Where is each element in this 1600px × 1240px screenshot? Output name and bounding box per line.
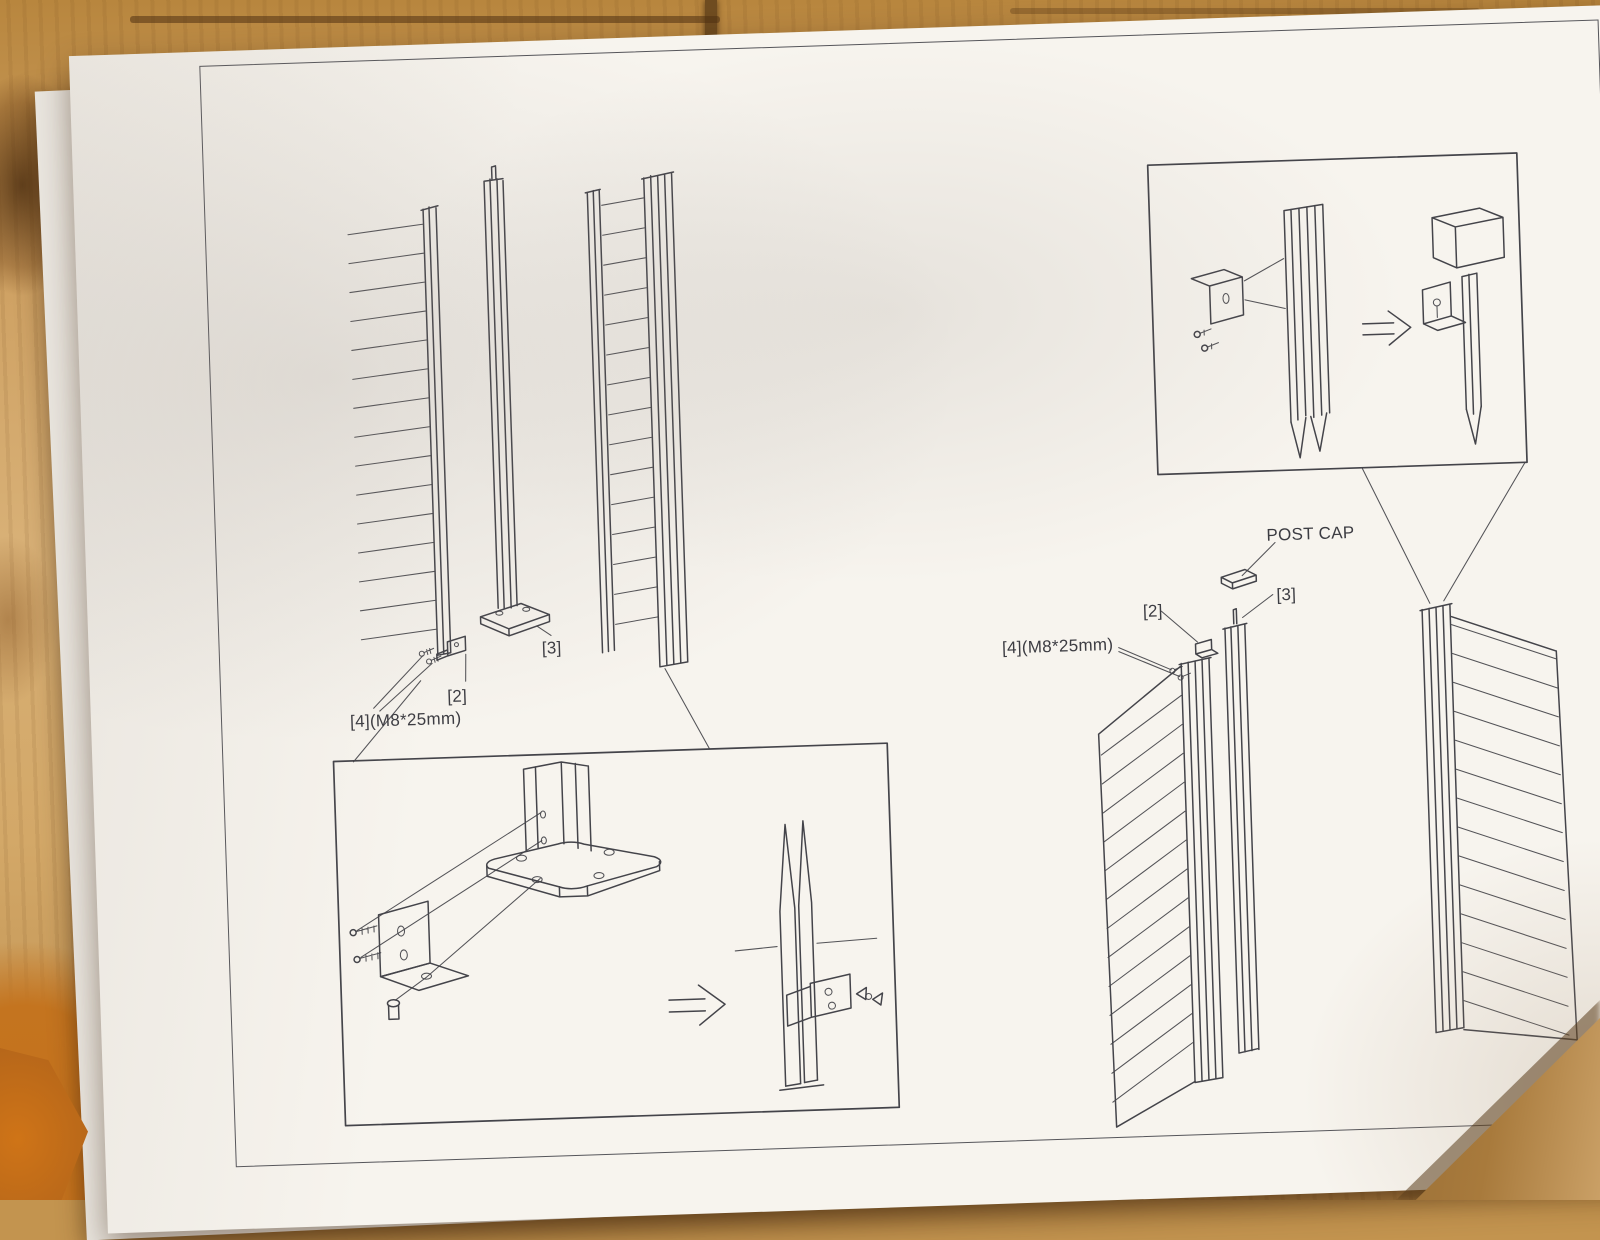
left-post-drawing <box>479 165 551 637</box>
right-left-panel-drawing <box>1097 656 1224 1128</box>
right-detail-inset-box <box>1146 152 1528 476</box>
callout-label-right-bracket: [2] <box>1142 601 1164 621</box>
inset-l-bracket-drawing <box>377 900 470 1021</box>
instruction-manual-page: [3] [2] [4](M8*25mm) POST CAP [2] [3] [4… <box>68 4 1600 1234</box>
left-fence-panel-drawing <box>347 205 452 656</box>
callout-label-left-bracket: [2] <box>447 686 468 706</box>
inset-post-profile-drawing <box>1283 203 1331 459</box>
plank-gap <box>1010 8 1480 14</box>
plank-gap <box>130 16 720 23</box>
callout-label-right-post: [3] <box>1276 584 1297 605</box>
right-bracket-screws-drawing <box>1169 607 1238 681</box>
inset-screws-drawing <box>349 812 543 1001</box>
post-cap-drawing <box>1220 568 1258 590</box>
left-second-panel-drawing <box>584 171 689 668</box>
implies-arrow-icon <box>668 984 726 1026</box>
right-post-drawing <box>1222 622 1260 1054</box>
page-border: [3] [2] [4](M8*25mm) POST CAP [2] [3] [4… <box>199 19 1600 1168</box>
callout-label-left-screws: [4](M8*25mm) <box>349 708 462 732</box>
callout-label-post-cap: POST CAP <box>1266 522 1355 545</box>
callout-label-left-post: [3] <box>541 638 562 658</box>
left-detail-inset-box <box>332 742 901 1127</box>
inset-assembled-bracket-drawing <box>734 820 884 1092</box>
right-right-panel-drawing <box>1419 602 1578 1041</box>
left-callout-leader-lines <box>352 625 711 763</box>
inset-post-base-plate-drawing <box>486 761 662 898</box>
right-callout-leader-lines <box>1118 461 1526 678</box>
implies-arrow-icon <box>1361 310 1412 346</box>
assembly-diagram <box>332 152 1578 1128</box>
inset-top-bracket-drawing <box>1190 258 1286 352</box>
left-bracket-and-screws-drawing <box>418 635 467 665</box>
inset-assembled-post-top-drawing <box>1421 207 1506 445</box>
callout-label-right-screws: [4](M8*25mm) <box>1001 634 1114 658</box>
